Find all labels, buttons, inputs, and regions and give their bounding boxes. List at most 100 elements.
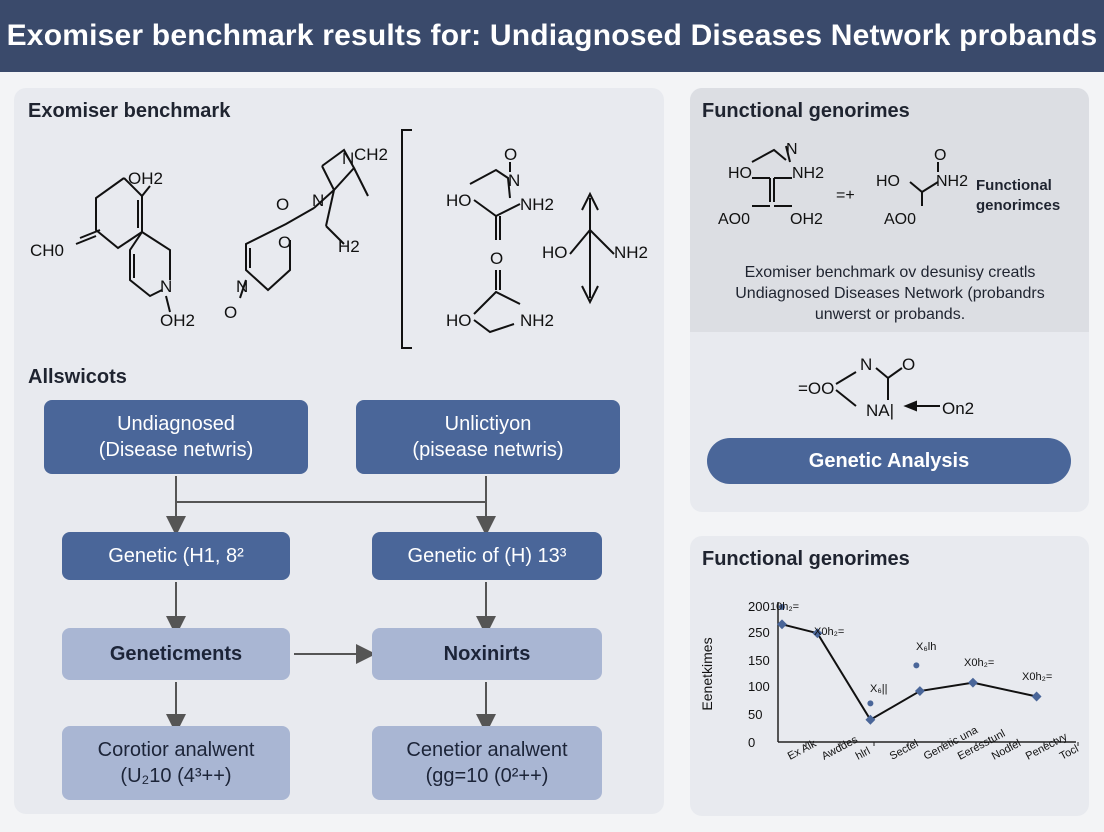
description-line: unwerst or probands. — [814, 306, 966, 323]
chem-label: O — [934, 147, 946, 164]
x-tick-label: hlrl — [854, 745, 873, 762]
chem-label: CH2 — [354, 145, 388, 164]
flow-box-line: Genetic (H1, 8² — [108, 545, 244, 567]
reaction-molecule: N O =OO NA| On2 — [798, 355, 974, 420]
scatter-point — [913, 662, 920, 669]
chem-label: CH0 — [30, 241, 64, 260]
chem-label: N — [236, 277, 248, 296]
chem-label: NH2 — [614, 243, 648, 262]
x-tick-label: Awddes — [820, 734, 860, 763]
chart-heading: Functional genorimes — [702, 548, 910, 570]
y-tick-label: 200 — [748, 599, 770, 614]
flow-box-line: (pisease netwris) — [412, 439, 564, 461]
flow-box-line: Noxinirts — [443, 643, 531, 665]
functional-side-label: Functional — [976, 177, 1052, 194]
molecule-structures: OH2 CH0 N OH2 N CH2 O N O H2 N O O N HO … — [30, 129, 648, 349]
chem-label: H2 — [338, 237, 360, 256]
chem-label: OH2 — [128, 169, 163, 188]
flow-box-line: (Disease netwris) — [98, 439, 254, 461]
data-annotation: X0h₂= — [964, 657, 994, 669]
flow-box-line: Corotior analwent — [97, 739, 255, 761]
chem-label: O — [224, 303, 237, 322]
functional-side-label: genorimces — [976, 197, 1060, 214]
description-line: Undiagnosed Diseases Network (probandrs — [735, 285, 1045, 302]
chem-label: HO — [876, 173, 900, 190]
scatter-point — [867, 700, 874, 707]
chart-panel — [690, 536, 1089, 816]
section-heading: Allswicots — [28, 366, 127, 388]
chem-label: NH2 — [520, 195, 554, 214]
flow-box-cenetior: Cenetior analwent (gg=10 (0²++) — [372, 726, 602, 800]
functional-panel-header-area — [690, 88, 1089, 332]
data-annotation: X0h₂= — [1022, 671, 1052, 683]
y-tick-label: 50 — [748, 707, 762, 722]
scatter-point — [779, 603, 785, 610]
chem-label: HO — [542, 243, 568, 262]
chem-label: NH2 — [520, 311, 554, 330]
functional-molecules: N HO NH2 AO0 OH2 =+ O HO NH2 AO0 Functio… — [718, 141, 1060, 228]
page-title: Exomiser benchmark results for: Undiagno… — [0, 0, 1104, 72]
flow-box-unlictiyon: Unlictiyon (pisease netwris) — [356, 400, 620, 474]
genetic-analysis-button[interactable]: Genetic Analysis — [707, 438, 1071, 484]
chem-label: O — [902, 355, 915, 374]
data-point — [865, 714, 876, 725]
chem-label: N — [160, 277, 172, 296]
chem-label: N — [786, 141, 798, 158]
data-point — [1031, 691, 1042, 702]
equation-sign: =+ — [836, 187, 855, 204]
flow-box-genetic-right: Genetic of (H) 13³ — [372, 532, 602, 580]
benchmark-heading: Exomiser benchmark — [28, 100, 231, 122]
chem-label: N — [860, 355, 872, 374]
chem-label: O — [504, 145, 517, 164]
chem-label: OH2 — [160, 311, 195, 330]
flow-box-genetic-left: Genetic (H1, 8² — [62, 532, 290, 580]
flow-box-line: Unlictiyon — [444, 413, 532, 435]
flow-connectors — [166, 476, 496, 734]
y-axis-label: Eenetkimes — [699, 637, 715, 710]
flow-box-line: Geneticments — [109, 643, 243, 665]
data-point — [914, 686, 925, 697]
chem-label: =OO — [798, 379, 834, 398]
flow-box-line: Undiagnosed — [117, 413, 235, 435]
chem-label: NH2 — [792, 165, 824, 182]
y-tick-label: 150 — [748, 653, 770, 668]
chem-label: N — [342, 149, 354, 168]
data-annotation: X0h₂= — [814, 626, 844, 638]
chem-label: O — [490, 249, 503, 268]
y-tick-label: 250 — [748, 625, 770, 640]
functional-description: Exomiser benchmark ov desunisy creatls U… — [700, 262, 1080, 325]
chem-label: NA| — [866, 401, 894, 420]
flow-box-corotior: Corotior analwent (U₂10 (4³++) — [62, 726, 290, 800]
functional-heading: Functional genorimes — [702, 100, 910, 122]
flow-box-line: (U₂10 (4³++) — [120, 765, 232, 787]
series-line — [781, 623, 1037, 722]
y-tick-label: 100 — [748, 679, 770, 694]
chem-label: N — [312, 191, 324, 210]
chem-label: HO — [728, 165, 752, 182]
flow-box-line: (gg=10 (0²++) — [425, 765, 549, 787]
description-line: Exomiser benchmark ov desunisy creatls — [744, 264, 1036, 281]
flow-box-geneticments: Geneticments — [62, 628, 290, 680]
data-point — [967, 677, 978, 688]
data-annotation: X₆|| — [870, 683, 888, 695]
chem-label: NH2 — [936, 173, 968, 190]
flow-box-noxinirts: Noxinirts — [372, 628, 602, 680]
chem-label: AO0 — [884, 211, 916, 228]
data-annotation: X₆lh — [916, 641, 936, 653]
chem-label: O — [278, 233, 291, 252]
flow-box-line: Genetic of (H) 13³ — [407, 545, 567, 567]
flow-box-undiagnosed: Undiagnosed (Disease netwris) — [44, 400, 308, 474]
y-tick-label: 0 — [748, 735, 755, 750]
chem-label: OH2 — [790, 211, 823, 228]
data-annotation: 10h₂= — [770, 601, 799, 613]
x-tick-label: Ex Alk — [786, 737, 819, 762]
chem-label: HO — [446, 191, 472, 210]
chem-label: AO0 — [718, 211, 750, 228]
flow-box-line: Cenetior analwent — [406, 739, 568, 761]
chem-label: HO — [446, 311, 472, 330]
chem-label: On2 — [942, 399, 974, 418]
x-tick-label: Tocl — [1058, 743, 1081, 763]
chem-label: O — [276, 195, 289, 214]
data-point — [777, 619, 787, 630]
